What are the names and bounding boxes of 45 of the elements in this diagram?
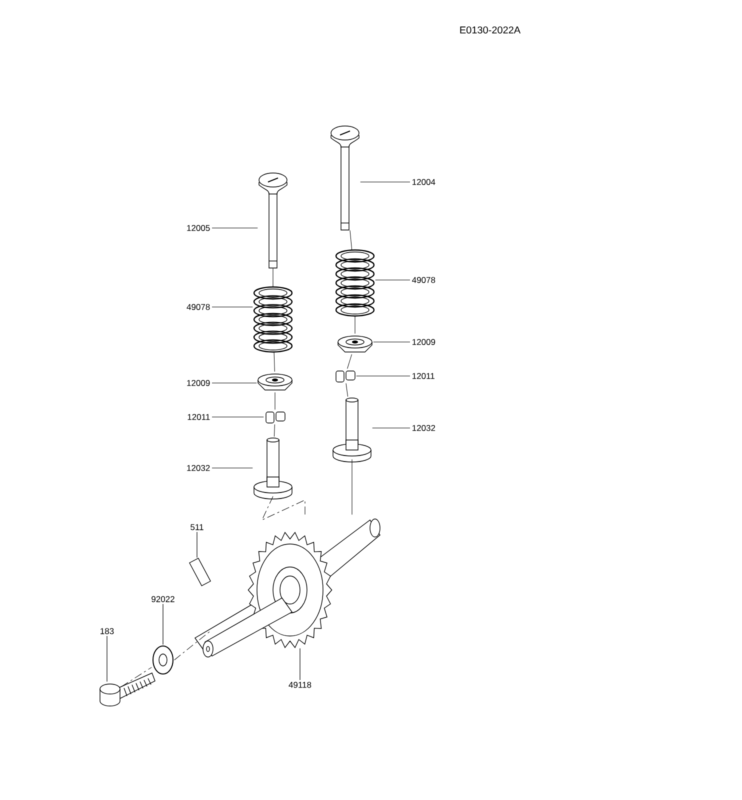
collet-drawing bbox=[266, 412, 286, 424]
part-number: 12009 bbox=[412, 339, 436, 345]
part-number: 49078 bbox=[412, 277, 436, 283]
part-number: 12032 bbox=[412, 425, 436, 431]
part-number: 12005 bbox=[187, 225, 210, 231]
collet-drawing bbox=[336, 370, 356, 382]
part-number: 49118 bbox=[288, 682, 312, 688]
center-line bbox=[274, 392, 276, 410]
center-line bbox=[121, 667, 152, 687]
part-number: 12032 bbox=[187, 465, 210, 471]
leader-line bbox=[162, 604, 164, 645]
spring-retainer-drawing bbox=[258, 374, 292, 390]
tappet-drawing bbox=[332, 398, 372, 462]
spring-retainer-drawing bbox=[338, 336, 372, 352]
key-drawing bbox=[189, 558, 211, 586]
valve-drawing bbox=[258, 172, 288, 268]
bolt-drawing bbox=[100, 672, 156, 706]
leader-line bbox=[212, 416, 264, 418]
center-line bbox=[354, 316, 356, 334]
part-number: 12004 bbox=[412, 179, 436, 185]
washer-drawing bbox=[152, 646, 174, 674]
part-number: 12011 bbox=[412, 373, 434, 379]
drawing-number: E0130-2022A bbox=[460, 26, 521, 34]
leader-line bbox=[212, 306, 253, 308]
center-line bbox=[350, 230, 352, 250]
center-line bbox=[274, 352, 275, 372]
part-number: 183 bbox=[100, 628, 114, 634]
valve-drawing bbox=[330, 126, 360, 230]
tappet-drawing bbox=[254, 438, 292, 500]
center-line bbox=[346, 383, 348, 397]
center-line bbox=[347, 354, 352, 369]
center-line bbox=[274, 424, 275, 437]
leader-line bbox=[106, 636, 108, 682]
part-number: 12011 bbox=[188, 414, 210, 420]
center-line bbox=[262, 496, 306, 520]
part-number: 92022 bbox=[152, 596, 174, 602]
part-number: 49078 bbox=[186, 304, 210, 310]
center-line bbox=[174, 630, 212, 660]
part-number: 12009 bbox=[187, 380, 210, 386]
leader-line bbox=[212, 382, 257, 384]
leader-line bbox=[196, 532, 198, 558]
part-number: 511 bbox=[190, 524, 204, 530]
spring-drawing bbox=[253, 286, 293, 353]
center-line bbox=[272, 268, 274, 287]
spring-drawing bbox=[335, 249, 375, 317]
